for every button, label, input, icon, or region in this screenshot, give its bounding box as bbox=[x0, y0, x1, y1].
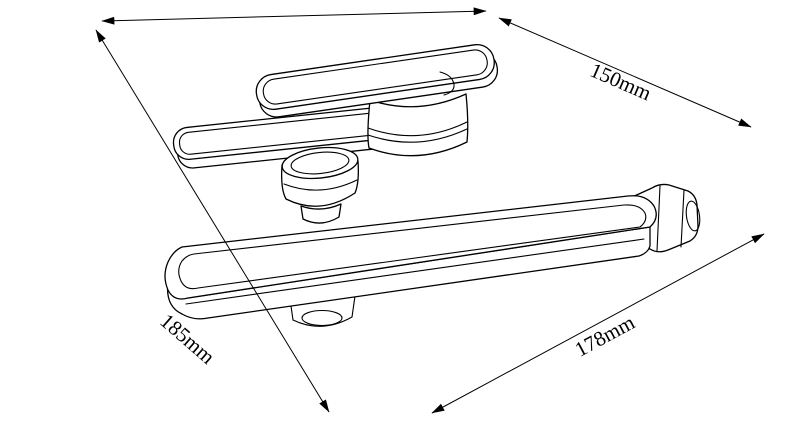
dimension-line-top bbox=[101, 7, 487, 25]
dimension-label-178mm: 178mm bbox=[571, 310, 639, 362]
dimension-label-150mm: 150mm bbox=[587, 58, 655, 106]
dimension-line-left bbox=[95, 29, 330, 413]
dimension-line-right bbox=[498, 17, 752, 128]
dimension-line-bottom bbox=[431, 233, 765, 414]
lever-hook-detail bbox=[439, 71, 455, 96]
cartridge-body bbox=[367, 93, 469, 157]
diverter-knob bbox=[280, 146, 360, 224]
faucet-body-slab bbox=[164, 195, 657, 320]
